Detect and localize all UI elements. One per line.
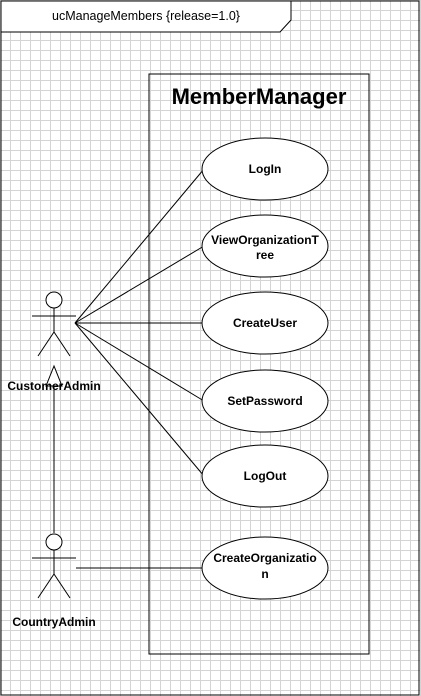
stick-figure-icon — [32, 533, 76, 599]
association-login — [74, 168, 205, 324]
actor-country-admin[interactable]: CountryAdmin — [12, 533, 96, 629]
use-case-label: SetPassword — [227, 394, 302, 408]
frame-tab — [0, 0, 292, 33]
association-set-password — [74, 322, 205, 402]
use-case-label: ree — [256, 248, 274, 262]
association-view-org-tree — [74, 245, 205, 324]
use-case-set-password[interactable]: SetPassword — [201, 369, 329, 433]
use-case-create-user[interactable]: CreateUser — [201, 291, 329, 355]
system-boundary-title: MemberManager — [172, 84, 347, 109]
stick-figure-icon — [32, 291, 76, 357]
actor-label: CountryAdmin — [12, 615, 95, 629]
generalization-arrowhead — [45, 364, 63, 387]
use-case-label: LogIn — [249, 162, 282, 176]
use-case-label: ViewOrganizationT — [211, 233, 319, 247]
association-logout — [74, 322, 205, 477]
use-case-view-organization-tree[interactable]: ViewOrganizationT ree — [201, 214, 329, 278]
use-case-login[interactable]: LogIn — [201, 137, 329, 201]
use-case-label: CreateUser — [233, 316, 297, 330]
use-case-label: CreateOrganizatio — [213, 551, 316, 565]
use-case-label: n — [261, 567, 268, 581]
frame-title: ucManageMembers {release=1.0} — [52, 9, 240, 23]
use-case-label: LogOut — [244, 469, 287, 483]
use-case-logout[interactable]: LogOut — [201, 444, 329, 508]
system-boundary — [148, 73, 370, 655]
use-case-create-organization[interactable]: CreateOrganizatio n — [201, 536, 329, 600]
actor-label: CustomerAdmin — [7, 379, 100, 393]
actor-customer-admin[interactable]: CustomerAdmin — [7, 291, 101, 393]
